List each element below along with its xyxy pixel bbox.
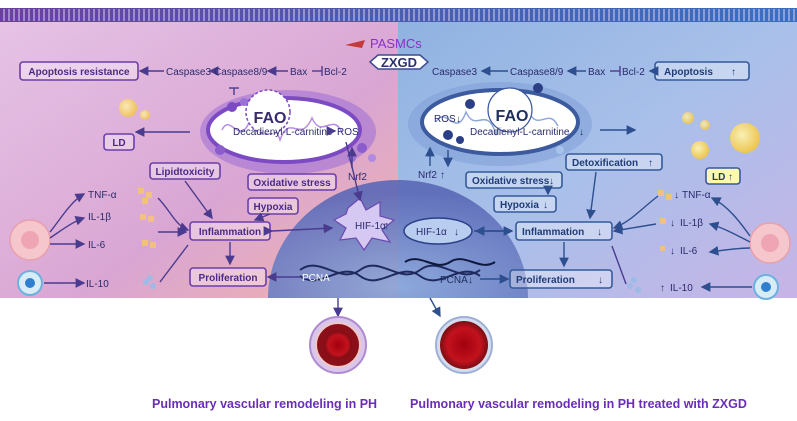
fao-label-right: FAO	[496, 108, 529, 125]
oxidative-down-arrow: ↓	[549, 176, 554, 187]
metabolite-label-left: Decadienyl-L-carnitine	[233, 127, 333, 138]
hypoxia-box-left	[247, 197, 299, 215]
ros-down-arrow: ↓	[456, 114, 461, 125]
oxidative-stress-label-left: Oxidative stress	[253, 178, 331, 189]
oxidative-stress-box-right	[465, 171, 563, 189]
apoptosis-resistance-label: Apoptosis resistance	[28, 67, 130, 78]
metabolite-label-right: Decadienyl-L-carnitine	[470, 127, 570, 138]
fao-label-left: FAO	[254, 110, 287, 127]
ld-box-right	[705, 167, 741, 185]
hif-label-right: HIF-1α	[416, 227, 447, 238]
ros-label-right: ROS	[434, 114, 456, 125]
lipidtoxicity-label: Lipidtoxicity	[156, 167, 215, 178]
ld-label-right: LD	[712, 172, 725, 183]
tnf-label-right: TNF-α	[682, 190, 711, 201]
hif-box-right	[403, 217, 473, 245]
ld-box-left	[103, 133, 135, 151]
hif-label-left: HIF-1α	[355, 221, 386, 232]
pasmcs-label: PASMCs	[370, 36, 422, 51]
membrane-stripes	[3, 9, 795, 21]
nrf2-up-arrow: ↑	[440, 170, 445, 181]
il6-label-right: IL-6	[680, 246, 698, 257]
metabolite-down-arrow: ↓	[579, 127, 584, 138]
proliferation-label-right: Proliferation	[516, 275, 575, 286]
hypoxia-down-arrow: ↓	[543, 200, 548, 211]
il1b-label-right: IL-1β	[680, 218, 703, 229]
inflammation-box-right	[515, 221, 613, 241]
tnf-label-left: TNF-α	[88, 190, 117, 201]
pcna-label-right: PCNA	[440, 275, 468, 286]
pcna-down-arrow: ↓	[468, 275, 473, 286]
il6-label-left: IL-6	[88, 240, 106, 251]
hif-down-arrow: ↓	[454, 227, 459, 238]
bcl2-label: Bcl-2	[324, 67, 347, 78]
bax-label: Bax	[290, 67, 307, 78]
detoxification-label: Detoxification	[572, 158, 638, 169]
ros-label-left: ROS	[337, 127, 359, 138]
nrf2-label-left: Nrf2	[348, 172, 367, 183]
hif-up-arrow: ↑	[384, 220, 390, 232]
detoxification-up-arrow: ↑	[648, 158, 653, 169]
ld-label-left: LD	[112, 138, 125, 149]
hypoxia-label-left: Hypoxia	[254, 202, 293, 213]
inflammation-down-arrow: ↓	[597, 227, 602, 238]
il10-label-right: IL-10	[670, 283, 693, 294]
hypoxia-label-right: Hypoxia	[500, 200, 539, 211]
caspase89-label: Caspase8/9	[214, 67, 268, 78]
zxgd-label: ZXGD	[381, 55, 417, 70]
inflammation-label-left: Inflammation	[199, 227, 261, 238]
oxidative-stress-label-right: Oxidative stress	[472, 176, 550, 187]
lipidtoxicity-box	[149, 162, 221, 180]
svg-text:↑: ↑	[660, 283, 665, 294]
apoptosis-resistance-box	[19, 61, 139, 81]
ld-up-arrow: ↑	[728, 172, 733, 183]
bcl2-label-right: Bcl-2	[622, 67, 645, 78]
pcna-label-left: PCNA	[302, 273, 330, 284]
il10-label-left: IL-10	[86, 279, 109, 290]
apoptosis-up-arrow: ↑	[731, 67, 736, 78]
inflammation-box-left	[189, 221, 271, 241]
nrf2-label-right: Nrf2	[418, 170, 437, 181]
svg-text:↓: ↓	[670, 218, 675, 229]
oxidative-stress-box-left	[247, 173, 337, 191]
hif-burst-icon	[332, 197, 396, 252]
nucleus	[268, 180, 528, 298]
pasmc-cell-icon	[345, 40, 365, 48]
svg-text:↓: ↓	[670, 246, 675, 257]
caspase3-label-right: Caspase3	[432, 67, 477, 78]
caspase89-label-right: Caspase8/9	[510, 67, 564, 78]
inflammation-label-right: Inflammation	[522, 227, 584, 238]
bax-label-right: Bax	[588, 67, 605, 78]
lipid-droplet-icon	[119, 99, 137, 117]
zxgd-badge	[368, 54, 430, 70]
caspase3-label: Caspase3	[166, 67, 211, 78]
proliferation-label-left: Proliferation	[199, 273, 258, 284]
svg-text:↓: ↓	[674, 190, 679, 201]
dna-strand-icon	[299, 264, 481, 276]
il1b-label-left: IL-1β	[88, 212, 111, 223]
hypoxia-box-right	[493, 195, 557, 213]
caption-right: Pulmonary vascular remodeling in PH trea…	[410, 397, 747, 411]
proliferation-box-right	[509, 269, 613, 289]
caption-left: Pulmonary vascular remodeling in PH	[152, 397, 377, 411]
proliferation-down-arrow: ↓	[598, 275, 603, 286]
detoxification-box	[565, 153, 663, 171]
proliferation-box-left	[189, 267, 267, 287]
apoptosis-label-right: Apoptosis	[664, 67, 713, 78]
